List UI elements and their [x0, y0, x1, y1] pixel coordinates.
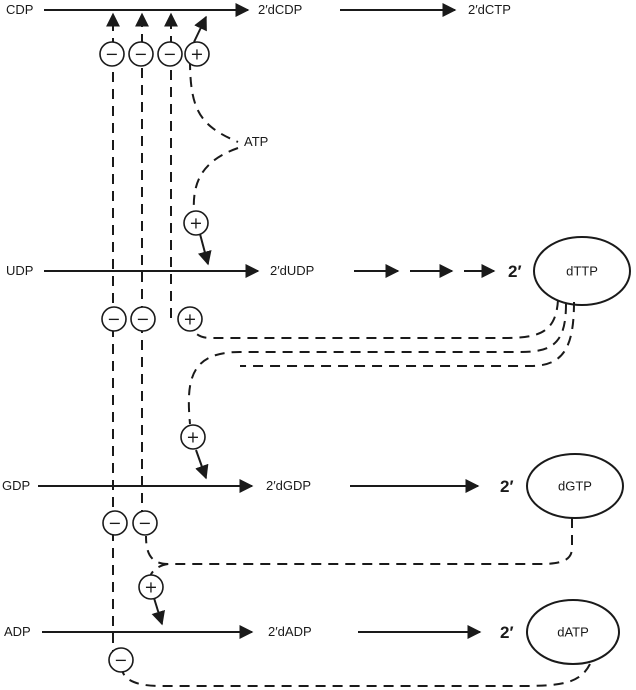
dudp-label: 2′dUDP [270, 263, 314, 278]
atp-cdp-activation-arrow [193, 15, 207, 43]
dgdp-label: 2′dGDP [266, 478, 311, 493]
dttp-to-udp-plus-path [189, 299, 559, 339]
cdp-inhibition-circle-2 [128, 41, 154, 67]
datp-feedback-path [121, 663, 591, 687]
dadp-label: 2′dADP [268, 624, 312, 639]
gdp-inhibition-circle-1 [102, 510, 128, 536]
dttp-effector-oval [533, 236, 631, 306]
cdp-inhibition-circle-3 [157, 41, 183, 67]
datp-effector-oval [526, 599, 620, 665]
minus-sign: − [138, 514, 151, 533]
minus-sign: − [107, 310, 120, 329]
dcdp-label: 2′dCDP [258, 2, 302, 17]
minus-sign: − [136, 310, 149, 329]
dgtp-adp-activation-arrow [151, 597, 165, 626]
datp-prime-label: 2′ [500, 623, 514, 642]
cdp-activation-circle [184, 41, 210, 67]
gdp-inhibition-circle-2 [132, 510, 158, 536]
udp-dttp-activation-circle [177, 306, 203, 332]
atp-to-cdp-activation-path [189, 59, 239, 143]
udp-label: UDP [6, 263, 33, 278]
udp-inhibition-circle-2 [130, 306, 156, 332]
dgtp-feedback-path [145, 518, 573, 565]
dttp-label: dTTP [566, 264, 598, 279]
minus-sign: − [105, 45, 118, 64]
udp-inhibition-circle-1 [101, 306, 127, 332]
plus-sign: + [189, 214, 202, 233]
cdp-label: CDP [6, 2, 33, 17]
dgtp-prime-label: 2′ [500, 477, 514, 496]
dgtp-effector-oval [526, 453, 624, 519]
adp-dgtp-activation-circle [138, 574, 164, 600]
adp-label: ADP [4, 624, 31, 639]
cdp-inhibition-circle-1 [99, 41, 125, 67]
atp-label: ATP [244, 134, 268, 149]
minus-sign: − [134, 45, 147, 64]
gdp-dttp-activation-circle [180, 424, 206, 450]
minus-sign: − [163, 45, 176, 64]
dttp-to-gdp-plus-path [187, 303, 567, 425]
plus-sign: + [144, 578, 157, 597]
minus-sign: − [114, 651, 127, 670]
plus-sign: + [186, 428, 199, 447]
adp-inhibition-circle [108, 647, 134, 673]
dttp-prime-label: 2′ [508, 262, 522, 281]
datp-label: dATP [557, 625, 589, 640]
atp-to-udp-activation-path [192, 147, 239, 213]
udp-atp-activation-circle [183, 210, 209, 236]
dctp-label: 2′dCTP [468, 2, 511, 17]
plus-sign: + [183, 310, 196, 329]
dgtp-label: dGTP [558, 479, 592, 494]
dttp-return-path [240, 301, 575, 367]
minus-sign: − [108, 514, 121, 533]
atp-udp-activation-arrow [197, 233, 212, 266]
dttp-gdp-activation-arrow [195, 449, 209, 480]
gdp-label: GDP [2, 478, 30, 493]
plus-sign: + [190, 45, 203, 64]
